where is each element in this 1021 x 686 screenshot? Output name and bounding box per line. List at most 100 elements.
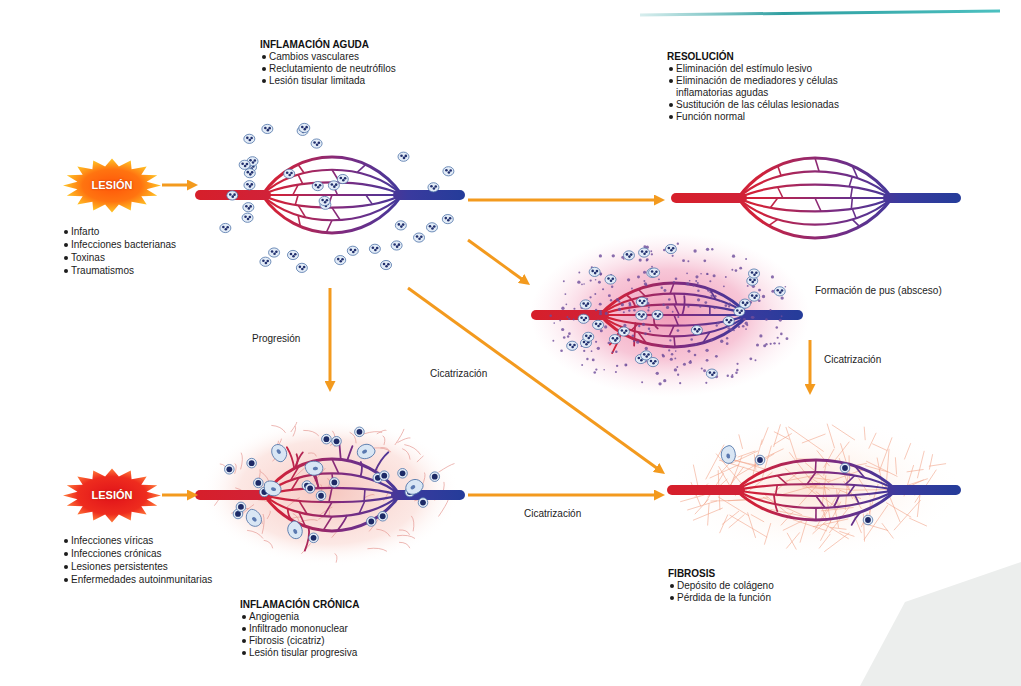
neutrophil [597,325,600,328]
text-block: INFLAMACIÓN AGUDACambios vascularesReclu… [260,38,396,87]
neutrophil [246,137,249,140]
blood-vessel [736,472,896,490]
macrophage [262,479,283,497]
pus-debris [730,328,733,331]
pus-debris [677,243,679,245]
mononuclear-cell [334,438,340,444]
neutrophil [443,167,454,176]
collagen-strands [783,521,803,531]
blood-vessel [738,198,892,211]
neutrophil [220,223,231,232]
neutrophil [628,255,631,258]
blood-vessel [672,485,740,495]
blood-vessel [816,496,825,508]
corner-watermark-shape [860,562,1021,686]
blood-vessel [634,323,635,345]
neutrophil [713,372,716,375]
pus-debris [706,248,709,251]
neutrophil [333,185,336,188]
neutrophil [593,320,604,329]
blood-vessel [332,208,340,220]
neutrophil [647,357,658,366]
pus-debris [682,259,685,262]
blood-vessel [892,485,956,495]
neutrophil [593,320,604,329]
blood-vessel [674,315,678,326]
macrophage [262,479,283,497]
neutrophil [749,269,760,278]
neutrophil [607,277,610,280]
pus-debris [704,301,707,304]
pus-debris [669,339,671,341]
neutrophil [753,279,756,282]
neutrophil [249,205,252,208]
pus-debris [710,294,713,297]
neutrophil [582,302,585,305]
blood-vessel [323,517,332,531]
neutrophil [385,265,388,268]
text-block: Formación de pus (absceso) [815,285,942,297]
collagen-strands [722,511,739,525]
neutrophil [324,201,327,204]
mononuclear-cell [249,460,255,466]
pus-debris [732,374,734,376]
neutrophil [650,360,653,363]
pus-debris [631,288,633,290]
collagen-strands [399,530,410,535]
neutrophil [317,186,320,189]
collagen-strands [907,469,924,471]
blood-vessel [264,495,400,502]
pus-debris [605,312,608,315]
neutrophil [571,346,574,349]
pus-debris [780,296,783,299]
neutrophil [706,369,717,378]
collagen-strands [399,542,410,548]
neutrophil [698,328,701,331]
neutrophil [649,268,660,277]
pus-debris [638,325,640,327]
neutrophil [249,139,252,142]
neutrophil [749,269,760,278]
blood-vessel [600,294,748,315]
neutrophil [252,161,255,164]
pus-debris [603,369,605,371]
text-block: RESOLUCIÓNEliminación del estímulo lesiv… [667,50,872,123]
mononuclear-cell [318,493,324,499]
neutrophil [691,326,702,335]
cause-item: Lesiones persistentes [62,561,168,573]
pus-debris [651,266,653,268]
neutrophil [623,331,626,334]
neutrophil [751,281,754,284]
neutrophil [638,357,641,360]
pus-debris [549,315,552,318]
neutrophil [254,159,257,162]
collagen-strands [774,432,789,440]
pus-debris [590,279,592,281]
neutrophil [429,225,432,228]
blood-vessel [298,205,305,217]
blood-vessel [778,166,781,176]
neutrophil [414,233,425,242]
blood-vessel [703,332,710,343]
neutrophil [225,228,228,231]
mononuclear-cell [255,480,261,486]
stage-bullet: Lesión tisular limitada [260,75,396,87]
pus-debris [706,273,708,275]
neutrophil [426,223,437,232]
neutrophil [706,369,717,378]
neutrophil [284,169,295,178]
pus-debris [578,272,580,274]
collagen-strands [786,532,799,548]
neutrophil [262,124,273,133]
pus-debris [705,382,707,384]
pus-debris [762,295,765,298]
mononuclear-cell [309,533,319,543]
pus-debris [699,306,701,308]
pus-debris [756,343,759,346]
neutrophil [264,127,267,130]
neutrophil [249,185,252,188]
pus-debris [646,258,649,261]
neutrophil [313,141,316,144]
pus-debris [583,350,585,352]
pus-debris [561,328,564,331]
